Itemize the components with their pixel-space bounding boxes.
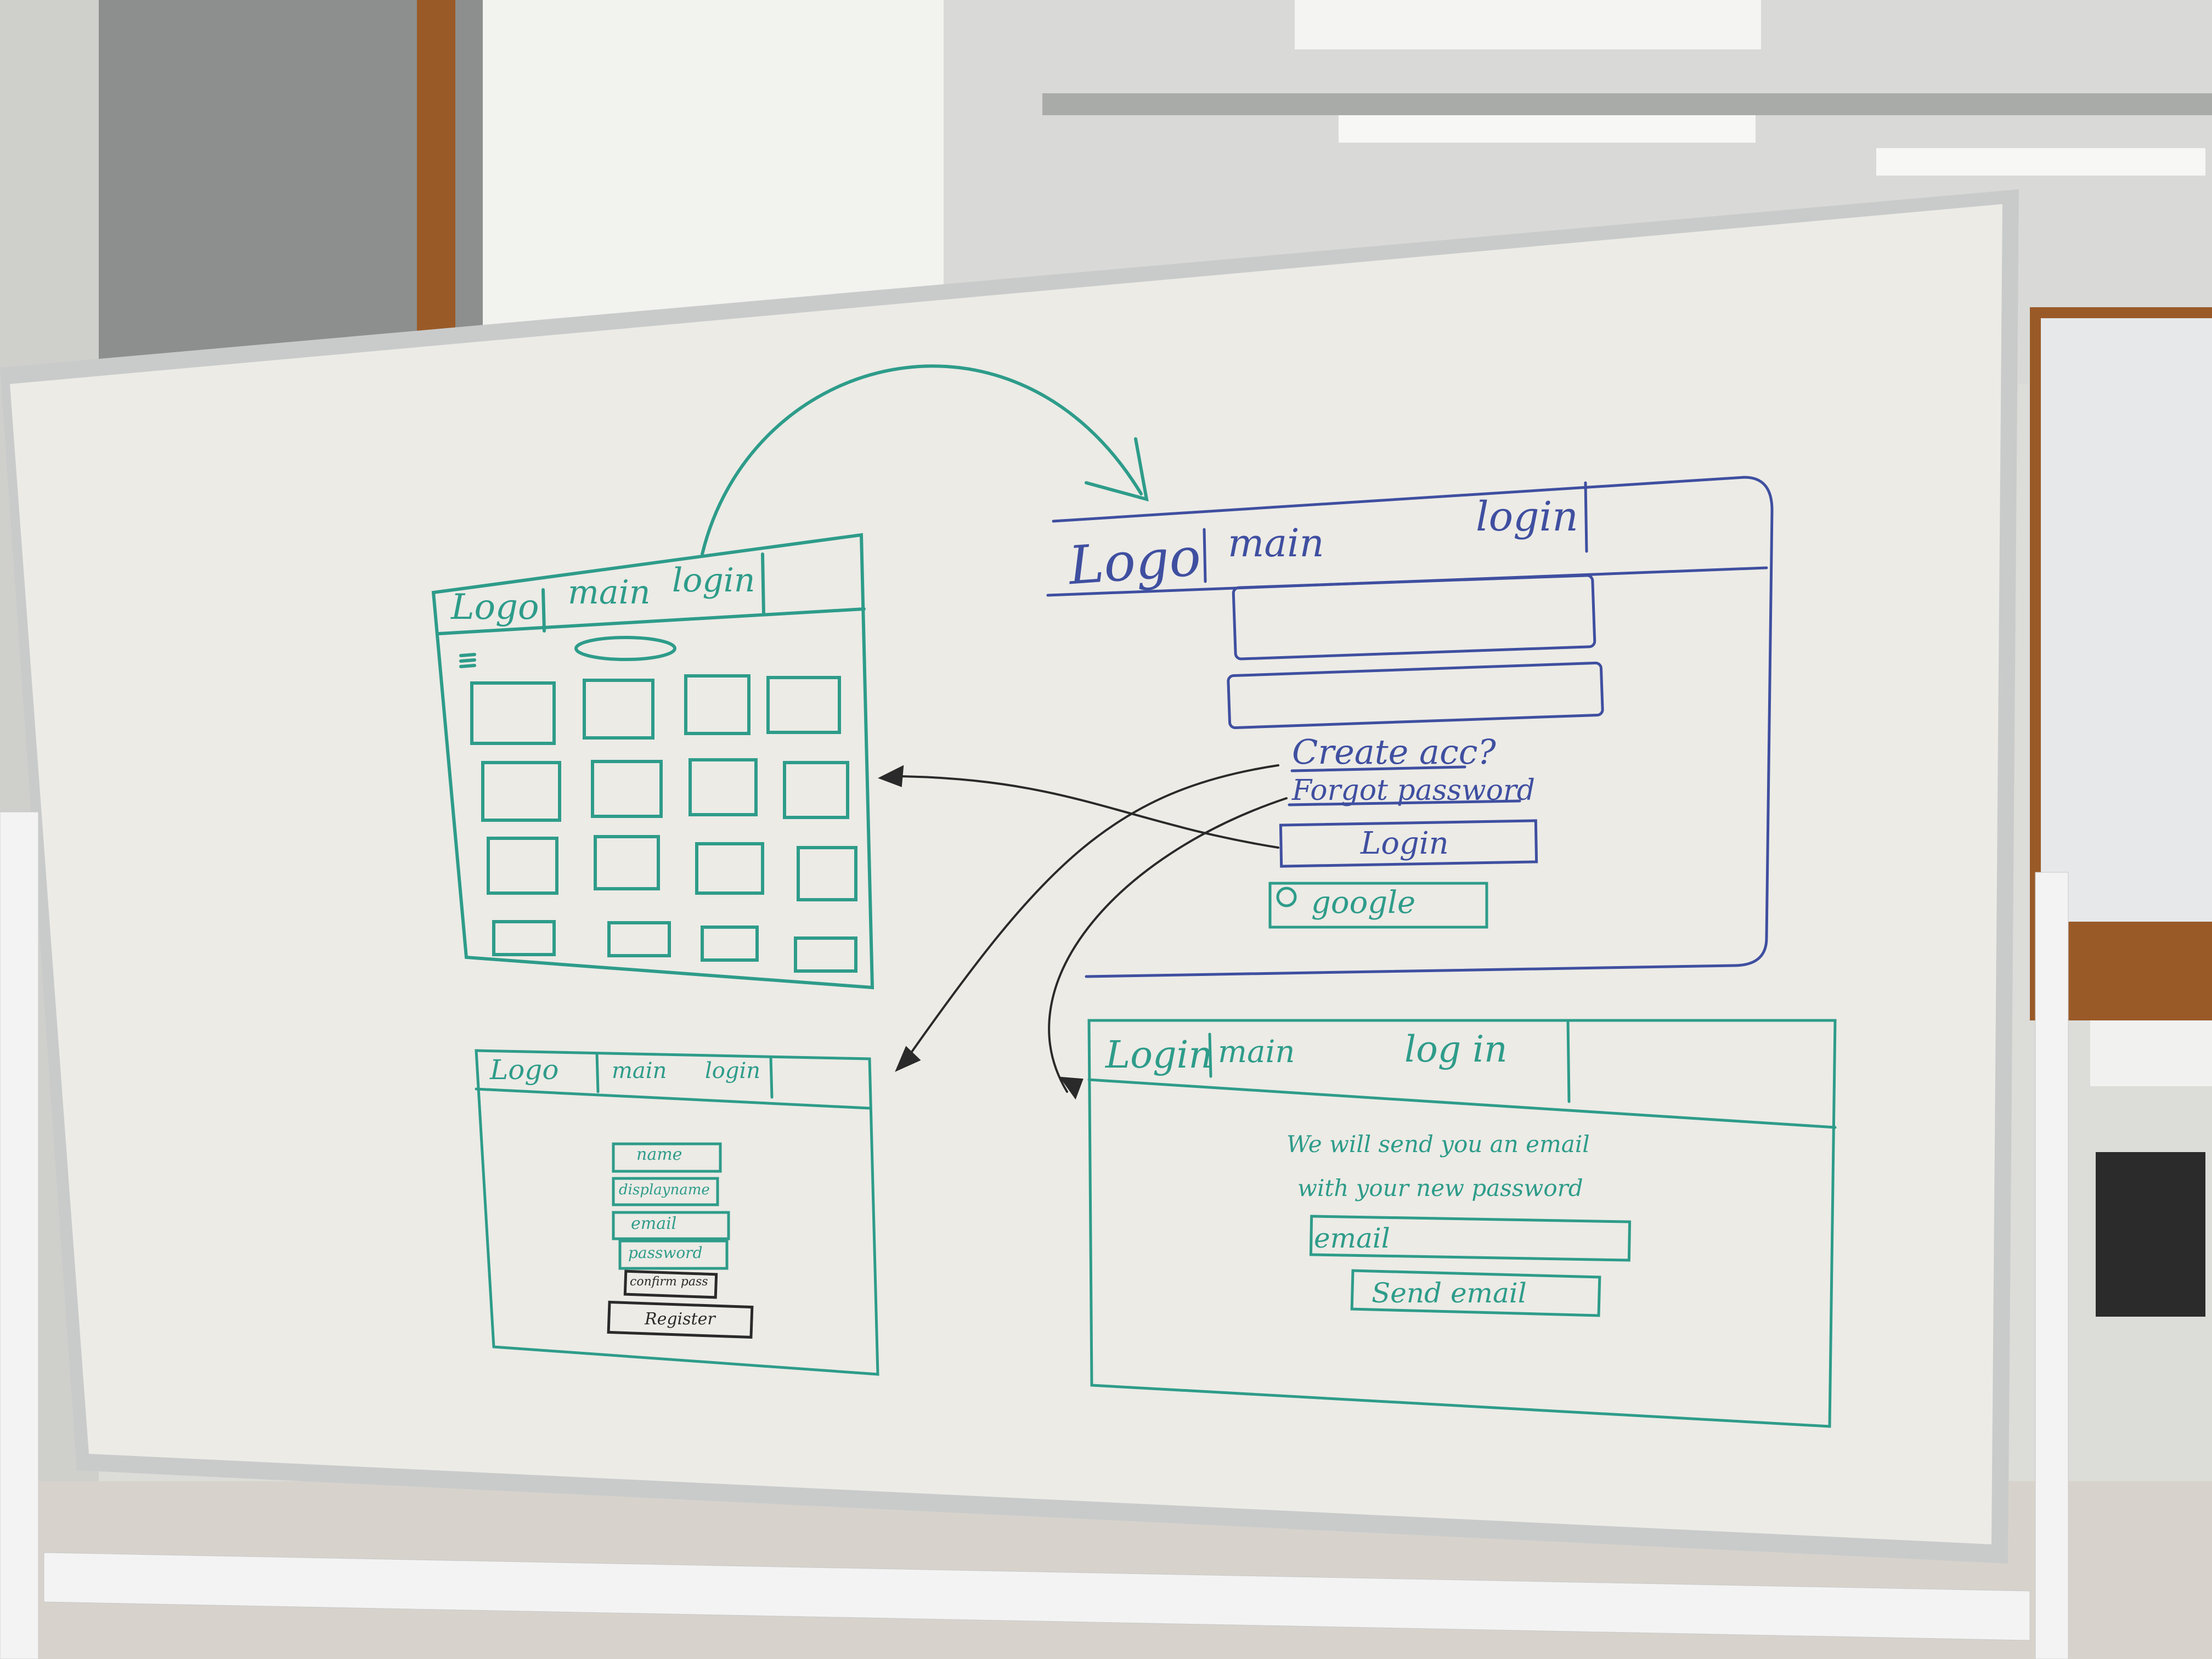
register-page-navbar-line [475,1087,871,1110]
login-page-sketch [1046,476,1774,978]
reset-page-main-link: main [1218,1034,1295,1070]
grid-page-divider-1 [541,588,546,633]
reset-page-divider-2 [1566,1019,1571,1103]
reset-page-logo: Login [1105,1034,1213,1077]
search-bar [574,636,676,661]
arrow-forgot-to-reset [1048,797,1288,1093]
register-page-outline [475,1049,879,1376]
forgot-password-underline [1288,799,1521,806]
email-field [612,1211,730,1240]
grid-page-outline [431,533,874,990]
displayname-field-label: displayname [619,1182,710,1198]
wood-door-frame [417,0,455,351]
grid-page-main-link: main [568,573,651,612]
name-field-label: name [636,1145,682,1164]
register-page-logo: Logo [490,1054,559,1086]
reset-message-line-2: with your new password [1297,1175,1583,1201]
login-page-logo: Logo [1066,526,1203,597]
login-button-outline [1279,819,1538,868]
send-email-button-outline [1350,1269,1601,1317]
stand-leg-right [2035,872,2069,1659]
arrow-forgot-to-reset-head [1059,1076,1084,1100]
flow-arrows [878,764,1288,1100]
login-page-login-link: login [1476,493,1578,540]
register-button-outline [607,1300,754,1339]
create-account-link: Create acc? [1292,732,1496,772]
google-button-outline [1268,882,1488,929]
login-page-main-link: main [1228,521,1324,566]
email-input-outline [1309,1215,1632,1262]
reset-page-sketch [1087,1019,1837,1428]
grid-page-sketch [431,364,1149,990]
name-field [612,1142,722,1173]
create-account-underline [1290,765,1466,772]
login-page-outline [1052,476,1774,978]
reset-page-divider-1 [1208,1032,1212,1078]
register-page-black-elements [607,1269,754,1339]
grid-page-divider-2 [761,552,765,616]
google-logo-icon [1276,887,1297,907]
email-field-label: email [631,1214,677,1233]
ceiling-light-2 [1876,148,2205,176]
grid-page-navbar-line [437,607,866,635]
arrow-create-to-register-head [895,1046,921,1072]
reset-message-line-1: We will send you an email [1286,1131,1590,1158]
send-email-button-label: Send email [1372,1277,1527,1309]
grid-page-logo: Logo [451,587,539,628]
login-page-divider-2 [1584,481,1588,553]
register-page-login-link: login [705,1058,761,1084]
arrow-login-to-grid-head [878,765,904,787]
card-grid [470,674,857,973]
arrow-to-login-page [701,364,1143,556]
password-field-label: password [628,1244,703,1262]
reset-page-outline [1087,1019,1837,1428]
password-field [618,1239,729,1270]
register-page-sketch [475,1049,879,1376]
arrow-login-to-grid [899,775,1279,849]
grid-page-login-link: login [672,561,755,600]
white-wall [483,0,944,340]
office-chair [2096,1152,2205,1317]
login-page-divider-1 [1203,528,1207,583]
google-button-label: google [1311,885,1416,921]
register-page-main-link: main [612,1058,667,1084]
arrow-to-login-page-head [1085,437,1149,502]
hamburger-menu-icon [459,653,476,668]
window [2041,318,2212,922]
desk [2090,1020,2212,1086]
forgot-password-link: Forgot password [1292,774,1536,807]
confirm-pass-field [623,1269,718,1299]
whiteboard-surface [10,204,2002,1544]
displayname-field [612,1177,719,1206]
register-button-label: Register [645,1310,715,1329]
stand-leg-left [0,811,39,1659]
password-field [1227,662,1604,729]
reset-page-navbar-line [1087,1078,1837,1129]
email-input-label: email [1314,1222,1390,1254]
confirm-pass-field-label: confirm pass [630,1275,708,1289]
reset-page-login-link: log in [1404,1028,1508,1070]
ceiling-light-3 [1295,0,1761,49]
login-button-label: Login [1361,826,1449,861]
stand-crossbar [43,1552,2030,1641]
register-page-divider-1 [595,1052,600,1093]
register-page-divider-2 [769,1056,774,1099]
arrow-create-to-register [910,764,1279,1054]
username-field [1232,574,1596,661]
cable-tray [1042,93,2212,115]
